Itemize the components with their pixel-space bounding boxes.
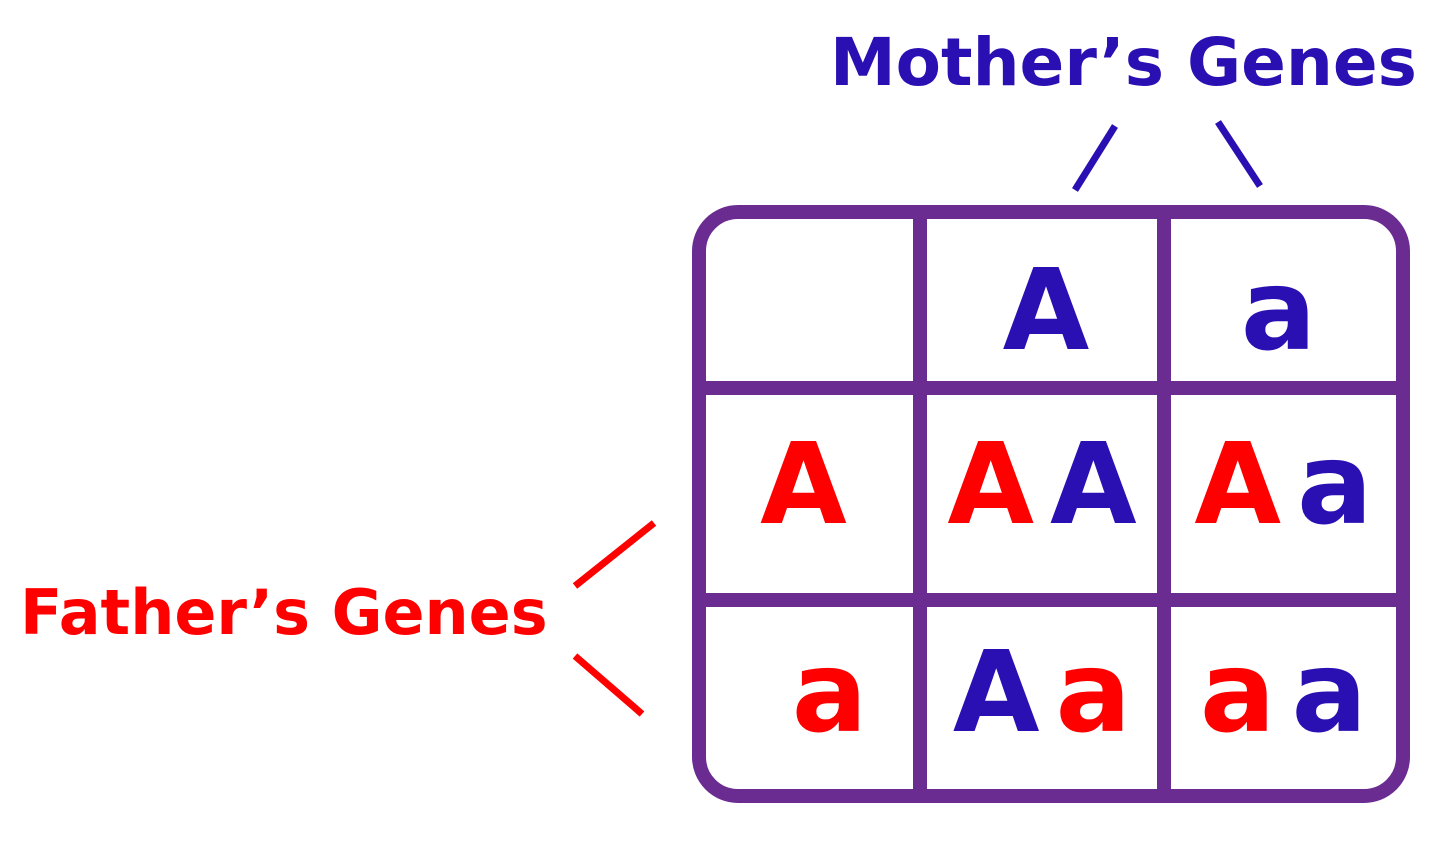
offspring-cell: A a xyxy=(1171,395,1396,541)
punnett-square: A a A a A A A a A a a a xyxy=(692,205,1410,803)
grid-line-horizontal xyxy=(706,593,1396,607)
fathers-genes-label: Father’s Genes xyxy=(20,576,548,649)
corner-cell xyxy=(706,219,913,367)
grid-line-horizontal xyxy=(706,381,1396,395)
allele: A xyxy=(952,628,1040,758)
offspring-cell: a a xyxy=(1171,607,1396,749)
offspring-cell: A A xyxy=(927,395,1157,541)
allele: a xyxy=(1297,420,1373,550)
offspring-cell: A a xyxy=(927,607,1157,749)
grid-line-vertical xyxy=(913,219,927,789)
allele: a xyxy=(1240,246,1317,376)
mothers-genes-label: Mother’s Genes xyxy=(830,24,1417,101)
allele: a xyxy=(1199,628,1276,758)
allele: A xyxy=(1194,420,1282,550)
allele: A xyxy=(1002,246,1090,376)
allele: a xyxy=(1055,628,1132,758)
mother-allele-header: A xyxy=(927,219,1157,367)
allele: a xyxy=(1291,628,1368,758)
grid-line-vertical xyxy=(1157,219,1171,789)
mother-connector-left xyxy=(1072,124,1118,192)
father-connector-bottom xyxy=(572,653,645,717)
mother-connector-right xyxy=(1215,120,1263,188)
mother-allele-header: a xyxy=(1171,219,1396,367)
allele: A xyxy=(1050,420,1137,550)
father-connector-top xyxy=(572,520,657,589)
allele: A xyxy=(947,420,1034,550)
allele: A xyxy=(760,420,847,550)
father-allele-header: a xyxy=(706,607,913,749)
father-allele-header: A xyxy=(706,395,913,541)
allele: a xyxy=(791,628,868,758)
